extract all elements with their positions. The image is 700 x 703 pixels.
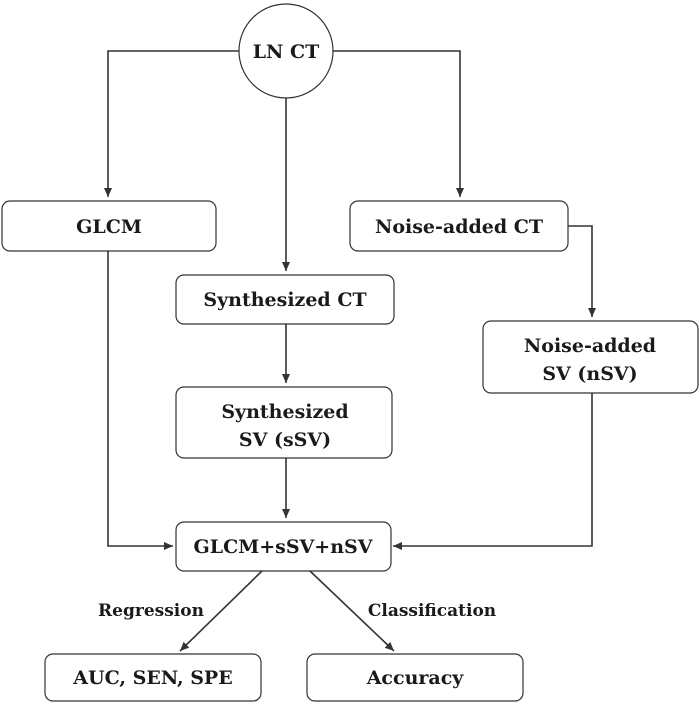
- node-noise-added-ct: Noise-added CT: [349, 200, 569, 252]
- regression-label: Regression: [98, 601, 204, 621]
- node-classification-output-label: Accuracy: [366, 667, 465, 689]
- node-combined-features-label: GLCM+sSV+nSV: [193, 536, 373, 558]
- node-regression-output: AUC, SEN, SPE: [44, 653, 262, 702]
- node-noise-added-sv-label-line2: SV (nSV): [542, 363, 637, 385]
- edge-glcm-to-combined: [107, 251, 173, 550]
- node-classification-output: Accuracy: [306, 653, 524, 702]
- node-ln-ct: LN CT: [238, 3, 334, 99]
- node-ln-ct-label: LN CT: [253, 41, 320, 63]
- node-noise-added-sv-label-line1: Noise-added: [524, 335, 656, 357]
- classification-label: Classification: [368, 601, 496, 621]
- node-synthesized-sv: Synthesized SV (sSV): [175, 386, 393, 459]
- node-noise-added-sv: Noise-added SV (nSV): [482, 320, 699, 394]
- node-glcm-label: GLCM: [76, 216, 142, 238]
- node-synthesized-sv-label-line2: SV (sSV): [239, 429, 331, 451]
- node-synthesized-ct: Synthesized CT: [175, 274, 395, 325]
- edge-lnct-to-glcm: [104, 50, 239, 197]
- node-combined-features: GLCM+sSV+nSV: [175, 521, 392, 572]
- edge-lnct-to-noise-added-ct: [333, 50, 464, 197]
- node-synthesized-ct-label: Synthesized CT: [203, 289, 366, 311]
- node-synthesized-sv-label-line1: Synthesized: [221, 401, 348, 423]
- edge-combined-to-classification-output: [309, 570, 395, 652]
- node-regression-output-label: AUC, SEN, SPE: [72, 667, 232, 689]
- edge-noise-added-ct-to-noise-added-sv: [568, 225, 596, 317]
- edge-combined-to-regression-output: [179, 570, 263, 652]
- node-noise-added-ct-label: Noise-added CT: [375, 216, 543, 238]
- edge-noise-added-sv-to-combined: [393, 393, 593, 550]
- node-glcm: GLCM: [1, 200, 217, 252]
